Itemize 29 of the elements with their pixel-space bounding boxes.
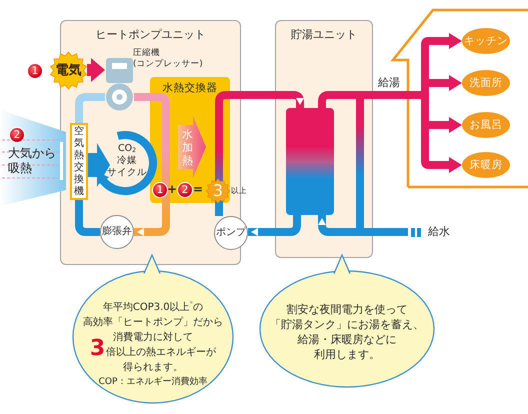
pipe-arrow	[421, 157, 462, 173]
panel-title: ヒートポンプユニット	[94, 28, 206, 41]
room-ellipse: 床暖房	[462, 152, 510, 178]
pipe	[75, 200, 100, 236]
pipe	[318, 215, 408, 236]
room-ellipse: お風呂	[462, 112, 510, 138]
pipe-arrow	[421, 33, 462, 49]
panel-title: 水熱交換器	[162, 82, 218, 94]
storage-tank	[286, 108, 334, 215]
valve-circle: 膨張弁	[100, 215, 134, 249]
edge-label: 給水	[427, 225, 451, 238]
heat-exchanger-box: 空気熱交換機	[70, 123, 88, 200]
room-ellipse: 洗面所	[462, 70, 510, 96]
sun-badge: 電気	[50, 52, 87, 89]
heating-arrow: 水加熱	[178, 116, 206, 178]
sun-badge: 3	[206, 179, 230, 203]
room-ellipse: キッチン	[462, 28, 510, 54]
plus-sign: +	[167, 182, 177, 197]
panel-title: 貯湯ユニット	[290, 28, 358, 41]
equals-sign: =	[193, 182, 203, 197]
edge-label: 給湯	[377, 76, 401, 89]
footnote: COP：エネルギー消費効率	[98, 376, 208, 389]
number-badge: 1	[27, 63, 43, 79]
cycle-label: CO$_{2}$冷媒サイクル	[106, 143, 148, 179]
caption-text: 大気から吸熱	[8, 146, 56, 176]
bubble-text: 割安な夜間電力を使って「貯湯タンク」にお湯を蓄え、給湯・床暖房などに利用します。	[269, 302, 425, 362]
component-label: 圧縮機(コンプレッサー)	[133, 48, 203, 69]
pipe-arrow	[429, 117, 462, 133]
pipe	[215, 91, 304, 216]
